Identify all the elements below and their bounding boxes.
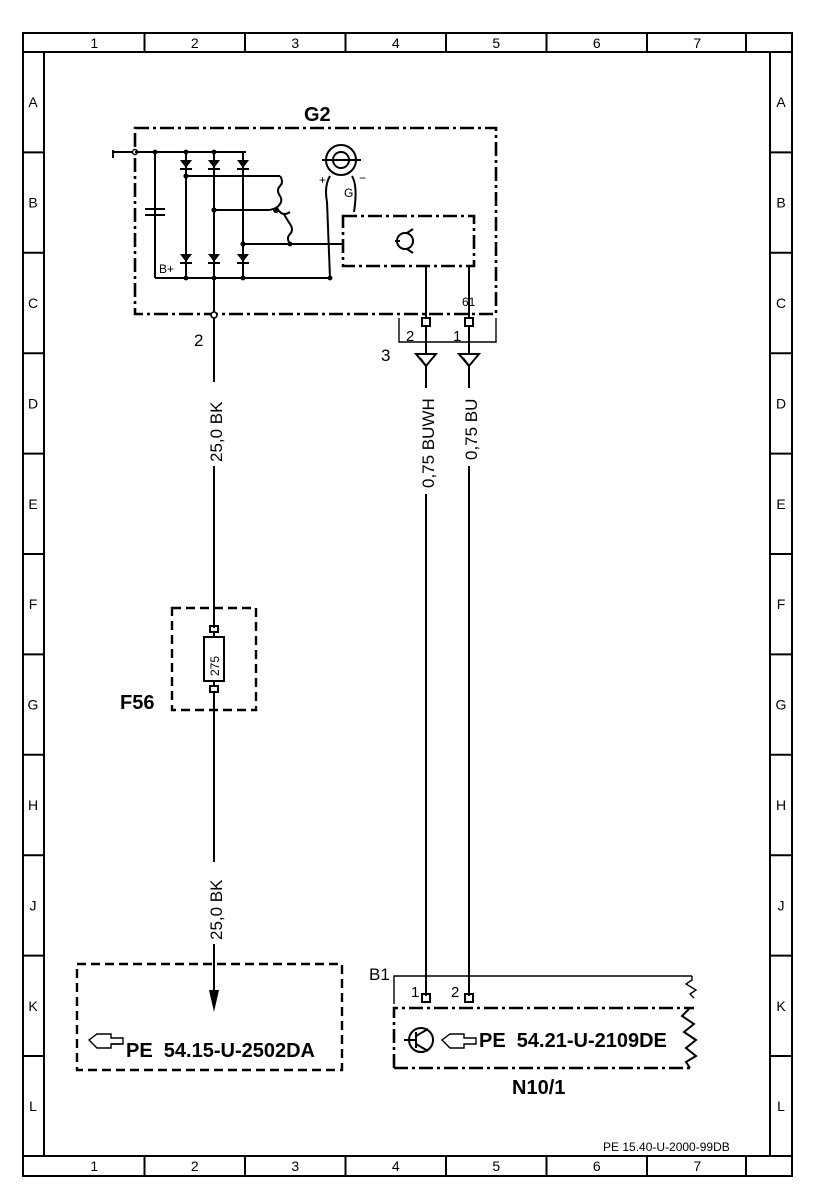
row-label-left: B [28,195,37,211]
row-label-left: H [28,797,38,813]
column-label-bottom: 2 [191,1158,199,1174]
column-label-bottom: 7 [693,1158,701,1174]
row-label-right: A [776,94,786,110]
reference-box-left[interactable]: PE 54.15-U-2502DA [75,962,344,1072]
row-label-right: B [776,195,785,211]
reference-link-right[interactable]: PE 54.21-U-2109DE [479,1030,667,1052]
row-label-right: D [776,395,786,411]
reference-link-left[interactable]: PE 54.15-U-2502DA [126,1040,315,1062]
column-label-bottom: 4 [392,1158,400,1174]
signal-wire-1-label: 0,75 BUWH [419,398,438,488]
transistor-icon [404,1027,434,1053]
connector-3-label: 3 [381,346,390,365]
column-label-bottom: 1 [90,1158,98,1174]
fuse-f56: 275 F56 [120,606,258,714]
control-unit-n10-1: B1 1 2 PE 54.21-U-2109DE N10/1 [369,965,698,1099]
alternator-g2: G2 [112,104,498,350]
terminal-61: 61 [462,295,476,309]
b-plus-label: B+ [159,262,174,276]
row-label-right: E [776,496,785,512]
row-label-right: L [777,1098,785,1114]
pin-1-label: 1 [453,328,461,345]
main-wire-upper-label: 25,0 BK [207,401,226,462]
reference-pointer-icon [440,1033,477,1049]
column-label-bottom: 3 [291,1158,299,1174]
signal-wires: 0,75 BUWH 0,75 BU [419,366,481,996]
fuse-rating: 275 [208,656,222,676]
alt-b-plus-terminal: 2 [194,331,203,350]
row-label-left: A [28,94,38,110]
row-label-left: E [28,496,37,512]
row-label-left: D [28,395,38,411]
row-label-left: G [28,697,39,713]
row-label-right: K [776,998,786,1014]
main-wire-lower-label: 25,0 BK [207,879,226,940]
pin-2-label: 2 [406,328,414,345]
column-label-top: 3 [291,35,299,51]
column-label-top: 5 [492,35,500,51]
row-label-left: L [29,1098,37,1114]
row-label-right: G [776,697,787,713]
row-label-right: F [777,596,786,612]
n10-pin-1-label: 1 [411,984,419,1001]
column-label-top: 6 [593,35,601,51]
main-power-wire: 25,0 BK 25,0 BK [207,318,226,1012]
row-label-left: C [28,295,38,311]
control-unit-label: N10/1 [512,1077,565,1099]
row-label-right: H [776,797,786,813]
alternator-symbol-label: G [344,186,353,200]
drawing-code: PE 15.40-U-2000-99DB [603,1140,730,1154]
drawing-frame [22,32,793,1177]
row-label-right: C [776,295,786,311]
row-labels: A A B B C C D D E E F F G G H H J J K K L L [28,94,787,1114]
column-label-top: 2 [191,35,199,51]
alternator-minus-sign: − [359,171,366,185]
row-label-left: K [28,998,38,1014]
fuse-label: F56 [120,692,154,714]
row-label-left: J [30,897,37,913]
signal-wire-2-label: 0,75 BU [462,399,481,460]
column-label-top: 7 [693,35,701,51]
column-label-bottom: 6 [593,1158,601,1174]
connector-b1-label: B1 [369,965,390,984]
column-label-top: 4 [392,35,400,51]
column-label-bottom: 5 [492,1158,500,1174]
alternator-label: G2 [304,104,331,126]
column-label-top: 1 [90,35,98,51]
connector-3: 61 2 1 3 [381,266,497,368]
n10-pin-2-label: 2 [451,984,459,1001]
row-label-right: J [778,897,785,913]
alternator-plus-sign: + [319,173,326,187]
row-label-left: F [29,596,38,612]
reference-pointer-icon [87,1033,124,1049]
